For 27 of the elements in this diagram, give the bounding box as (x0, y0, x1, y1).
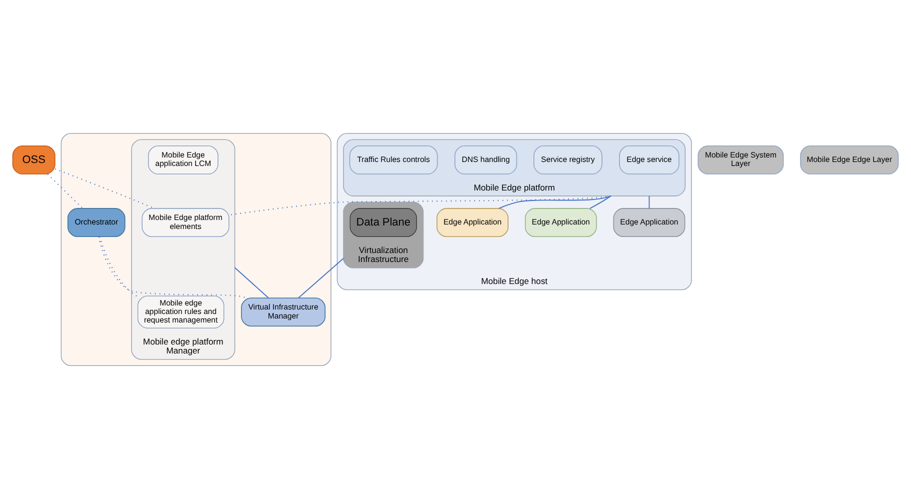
connector (98, 236, 248, 299)
connector (648, 195, 650, 209)
connector (47, 174, 83, 209)
connector (298, 258, 344, 298)
connector (234, 267, 269, 298)
node-box: Edge Application (613, 208, 686, 237)
node-box: Edge Application (436, 208, 508, 237)
node-box: Mobile Edge Edge Layer (800, 146, 899, 174)
node-box: Mobile Edge System Layer (698, 146, 784, 174)
connector (229, 195, 611, 216)
node-box: Traffic Rules controls (349, 146, 438, 174)
node-box: Data Plane (350, 208, 417, 237)
connector (498, 195, 612, 209)
connector (99, 236, 138, 298)
node-box: Mobile Edge platform elements (142, 208, 230, 237)
cluster (60, 133, 332, 366)
node-box: OSS (12, 146, 56, 174)
node-box: Edge service (619, 146, 680, 174)
node-box: Service registry (534, 146, 602, 174)
node-box: Mobile Edge application LCM (148, 146, 218, 174)
node-box: Orchestrator (67, 208, 126, 237)
connector (54, 168, 155, 209)
node-box: DNS handling (454, 146, 518, 174)
node-box: Edge Application (524, 208, 597, 237)
node-box: Virtual Infrastructure Manager (241, 298, 326, 327)
connector (589, 195, 612, 209)
node-box: Mobile edge application rules and request management (137, 296, 224, 328)
